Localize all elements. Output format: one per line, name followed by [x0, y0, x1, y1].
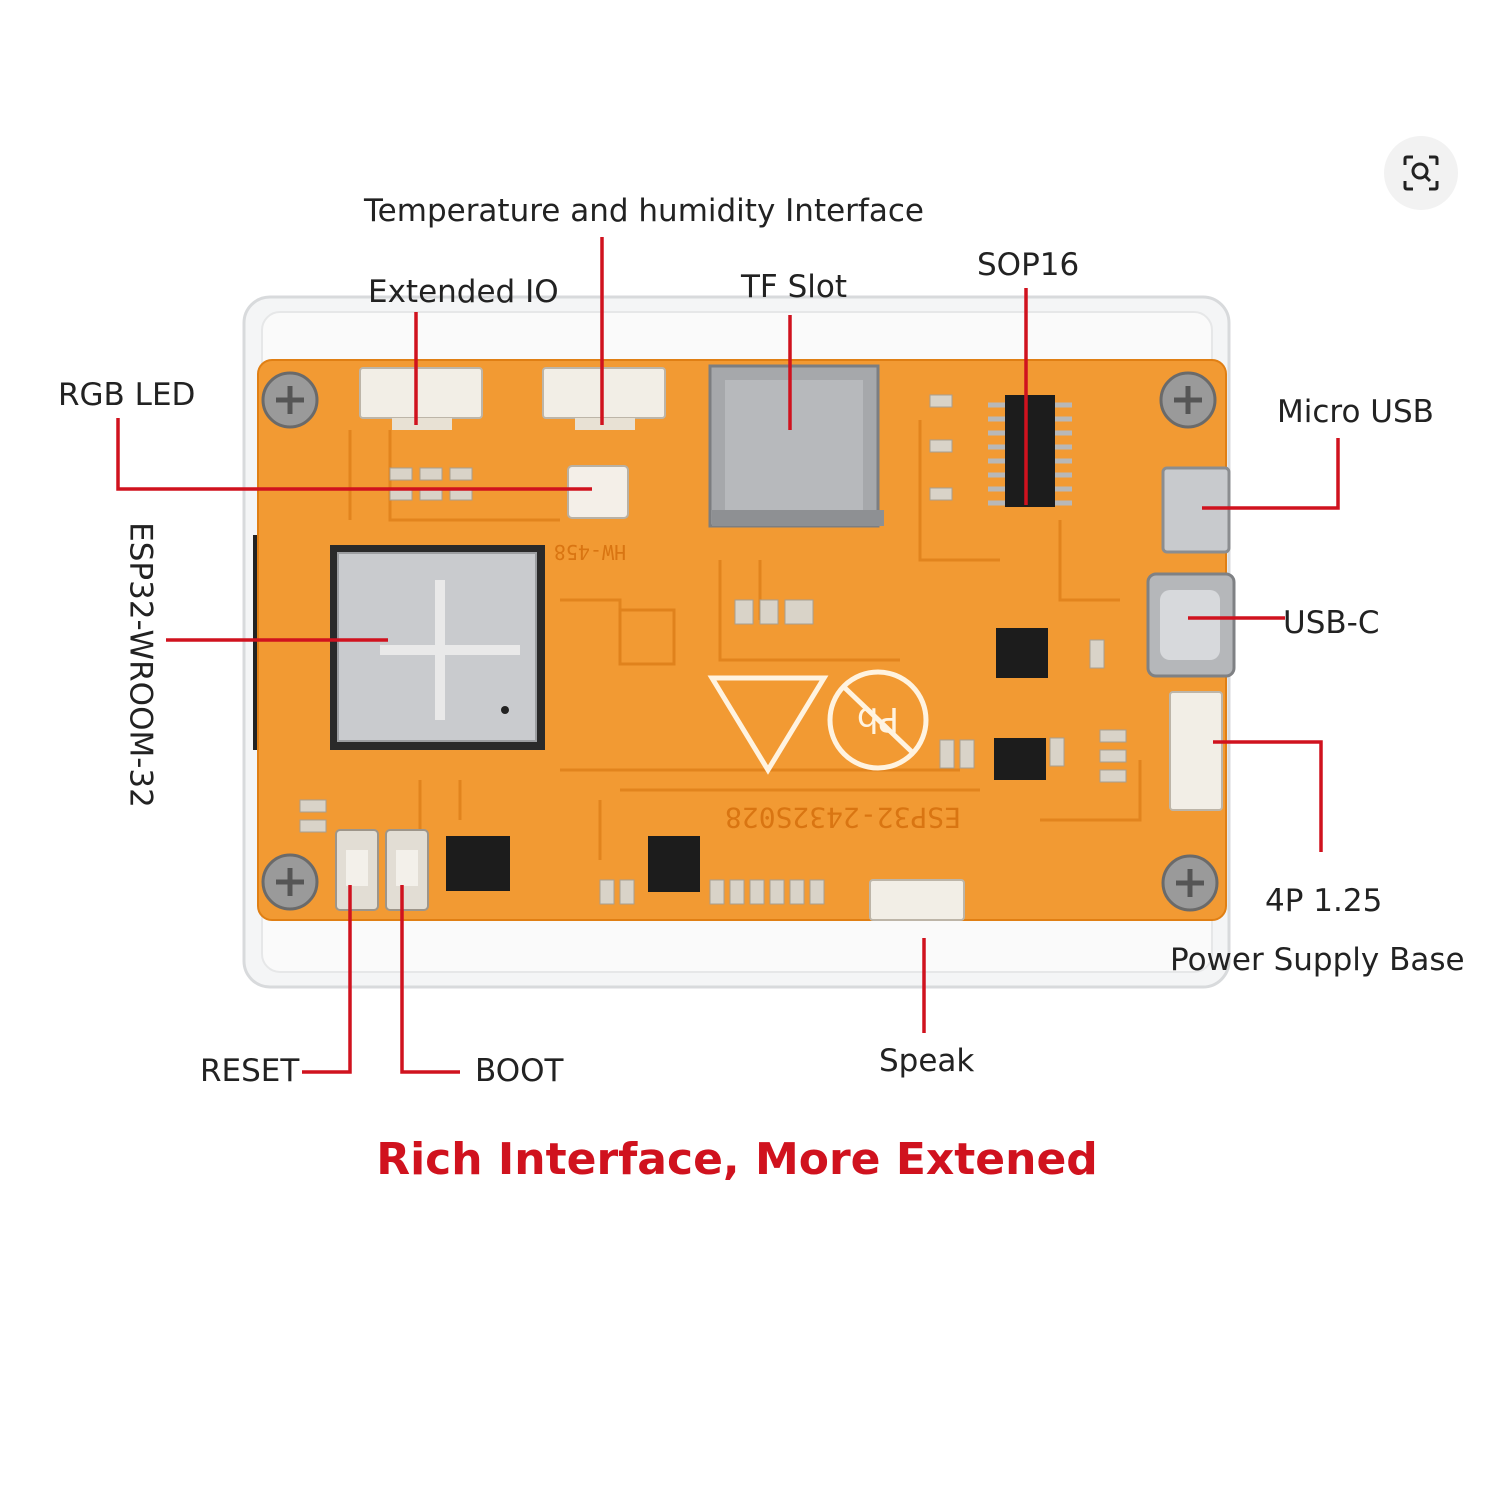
silk-board-name: ESP32-2432S028 — [725, 801, 961, 834]
zoom-search-button[interactable] — [1384, 136, 1458, 210]
temp-humidity-connector — [542, 367, 666, 430]
tf-slot — [708, 364, 884, 528]
speaker-connector — [869, 879, 965, 921]
callout-boot — [400, 885, 460, 1074]
label-temp-humidity: Temperature and humidity Interface — [364, 193, 924, 229]
esp32-module — [330, 545, 545, 750]
screw-top-left — [261, 371, 319, 429]
label-boot: BOOT — [475, 1053, 564, 1089]
screw-bottom-left — [261, 853, 319, 911]
label-4p: 4P 1.25 — [1265, 883, 1383, 919]
4p-connector — [1169, 691, 1223, 811]
label-power-supply-base: Power Supply Base — [1170, 942, 1465, 978]
label-esp32: ESP32-WROOM-32 — [122, 522, 159, 808]
label-reset: RESET — [200, 1053, 300, 1089]
chip-small — [618, 608, 676, 666]
page-title: Rich Interface, More Extened — [376, 1134, 1098, 1185]
boot-button — [385, 829, 429, 911]
label-tf-slot: TF Slot — [741, 269, 848, 305]
screw-bottom-right — [1161, 854, 1219, 912]
label-rgb-led: RGB LED — [58, 377, 196, 413]
label-extended-io: Extended IO — [368, 274, 559, 310]
callout-lines — [116, 237, 1340, 1074]
chip-regulator-2 — [994, 738, 1046, 780]
callout-micro-usb — [1202, 438, 1340, 510]
screw-top-right — [1159, 371, 1217, 429]
reset-button — [335, 829, 379, 911]
label-speak: Speak — [879, 1043, 975, 1079]
passive-components — [299, 394, 1127, 905]
label-sop16: SOP16 — [977, 247, 1080, 283]
callout-rgb-led — [116, 418, 592, 491]
extended-io-connector — [359, 367, 483, 430]
pb-text: Pb — [857, 699, 899, 739]
label-micro-usb: Micro USB — [1277, 394, 1434, 430]
chip-regulator — [996, 628, 1048, 678]
chip-amp — [648, 836, 700, 892]
callout-4p — [1213, 740, 1323, 852]
usb-c-port — [1146, 572, 1236, 678]
sop16-chip — [988, 395, 1072, 507]
silk-module-id: HW-458 — [554, 540, 626, 564]
rgb-led-component — [567, 465, 629, 519]
micro-usb-port — [1161, 466, 1231, 554]
chip-ch340 — [446, 836, 510, 891]
callout-reset — [302, 885, 352, 1074]
label-usb-c: USB-C — [1283, 605, 1380, 641]
recycle-mark — [707, 675, 829, 775]
zoom-search-icon — [1403, 155, 1439, 191]
pb-free-mark: Pb — [827, 669, 929, 771]
